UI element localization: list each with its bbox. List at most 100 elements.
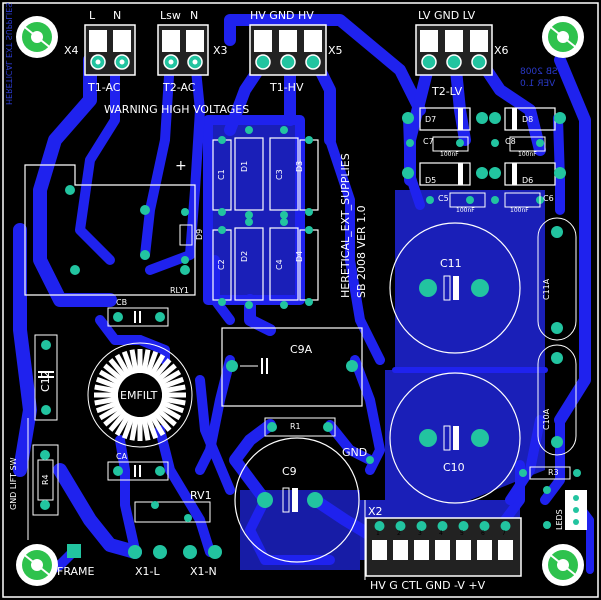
toroid-winding [114, 412, 132, 437]
toroid-winding [148, 353, 166, 378]
resistor-r4 [32, 444, 59, 516]
toroid-winding [98, 369, 123, 387]
toroid-winding [157, 369, 182, 387]
x5-label: T1-HV [270, 81, 304, 94]
x6-ref: X6 [494, 44, 509, 57]
x2-pad [374, 521, 385, 531]
cap-c11 [389, 222, 521, 354]
c8-label: C8 [505, 137, 516, 146]
toroid-winding [94, 384, 119, 394]
d8-label: D8 [522, 115, 534, 124]
r3-label: R3 [548, 468, 559, 477]
x2-pin [393, 540, 408, 560]
x2-pad [416, 521, 427, 531]
c5-label: C5 [438, 194, 449, 203]
toroid-winding [157, 403, 182, 421]
cb-label: CB [116, 298, 128, 307]
x3-pin-lsw: Lsw [160, 9, 181, 22]
mount-hole-tl [16, 16, 58, 58]
x1-pads [128, 545, 222, 559]
toroid-winding [98, 403, 123, 421]
c9-label: C9 [282, 465, 297, 478]
toroid-winding [121, 350, 135, 376]
c6-value: 100nF [510, 207, 529, 214]
frame-label: FRAME [57, 565, 95, 578]
toroid-winding [141, 416, 151, 441]
x2-pad [500, 521, 511, 531]
c10-label: C10 [443, 461, 465, 474]
bridge-hv-pads [218, 126, 313, 309]
mirror-text-2: VER 1.0 [520, 79, 556, 89]
header-x2 [365, 517, 522, 577]
toroid-winding [121, 414, 135, 440]
c10a-label: C10A [542, 408, 551, 430]
toroid-winding [114, 353, 132, 378]
toroid-winding [103, 363, 125, 383]
x2-pin-number: 4 [439, 530, 443, 537]
toroid-winding [108, 358, 128, 380]
gnd-label: GND [342, 446, 368, 459]
x4-ref: X4 [64, 44, 79, 57]
r1-label: R1 [290, 422, 301, 431]
leds-header [543, 486, 587, 530]
d3-label: D3 [295, 160, 304, 172]
toroid-winding [159, 376, 185, 390]
x2-pin-number: 7 [502, 530, 506, 537]
c2-label: C2 [217, 259, 226, 270]
diode-d9 [179, 208, 193, 264]
cap-c12 [34, 334, 58, 421]
mounting-holes [16, 16, 584, 586]
x2-pin-number: 3 [418, 530, 422, 537]
toroid-winding [152, 410, 172, 432]
mirror-text-left: HERETICAL EXT SUPPLIES [4, 2, 13, 105]
cap-c9 [234, 437, 360, 563]
x2-pin [456, 540, 471, 560]
d5-label: D5 [425, 176, 437, 185]
x2-pin-number: 6 [481, 530, 485, 537]
x2-pin [477, 540, 492, 560]
x2-pin [435, 540, 450, 560]
d2-label: D2 [240, 250, 249, 262]
x2-label: HV G CTL GND -V +V [370, 579, 486, 592]
emi-toroid [87, 342, 193, 448]
gnd-lift-label: GND LIFT SW [9, 457, 18, 510]
x2-pin [414, 540, 429, 560]
toroid-winding [145, 350, 159, 376]
c5-value: 100nF [456, 207, 475, 214]
toroid-winding [108, 410, 128, 432]
lv-small-caps [432, 136, 546, 208]
toroid-winding [95, 400, 121, 414]
terminal-x5 [249, 24, 327, 76]
toroid-winding [95, 376, 121, 390]
x1l-label: X1-L [135, 565, 160, 578]
x2-ref: X2 [368, 505, 383, 518]
d4-label: D4 [295, 250, 304, 262]
d1-label: D1 [240, 160, 249, 172]
toroid-winding [129, 349, 139, 374]
toroid-winding [145, 414, 159, 440]
c7-value: 100nF [440, 151, 459, 158]
x5-ref: X5 [328, 44, 343, 57]
svg-text:+: + [175, 158, 187, 174]
x3-ref: X3 [213, 44, 228, 57]
terminal-x3 [157, 24, 209, 76]
toroid-winding [161, 384, 186, 394]
leds-label: LEDS [555, 509, 564, 530]
frame-pad [67, 544, 81, 558]
terminal-blocks-top [84, 24, 493, 76]
gnd-pad [366, 456, 374, 464]
rv1-label: RV1 [190, 489, 212, 502]
x4-pin-n: N [113, 9, 122, 22]
x3-pin-n: N [190, 9, 199, 22]
x2-pin [498, 540, 513, 560]
cap-c11a [537, 217, 577, 341]
x2-pin-number: 2 [397, 530, 401, 537]
rly-label: RLY1 [170, 286, 189, 295]
x6-pins: LV GND LV [418, 9, 476, 22]
c12-label: C12 [39, 370, 52, 392]
c6-label: C6 [543, 194, 554, 203]
c9a-label: C9A [290, 343, 313, 356]
cap-c10 [389, 372, 521, 504]
relay-rly1: + [24, 158, 196, 296]
title-vertical-2: SB 2008 VER 1.0 [355, 205, 368, 298]
